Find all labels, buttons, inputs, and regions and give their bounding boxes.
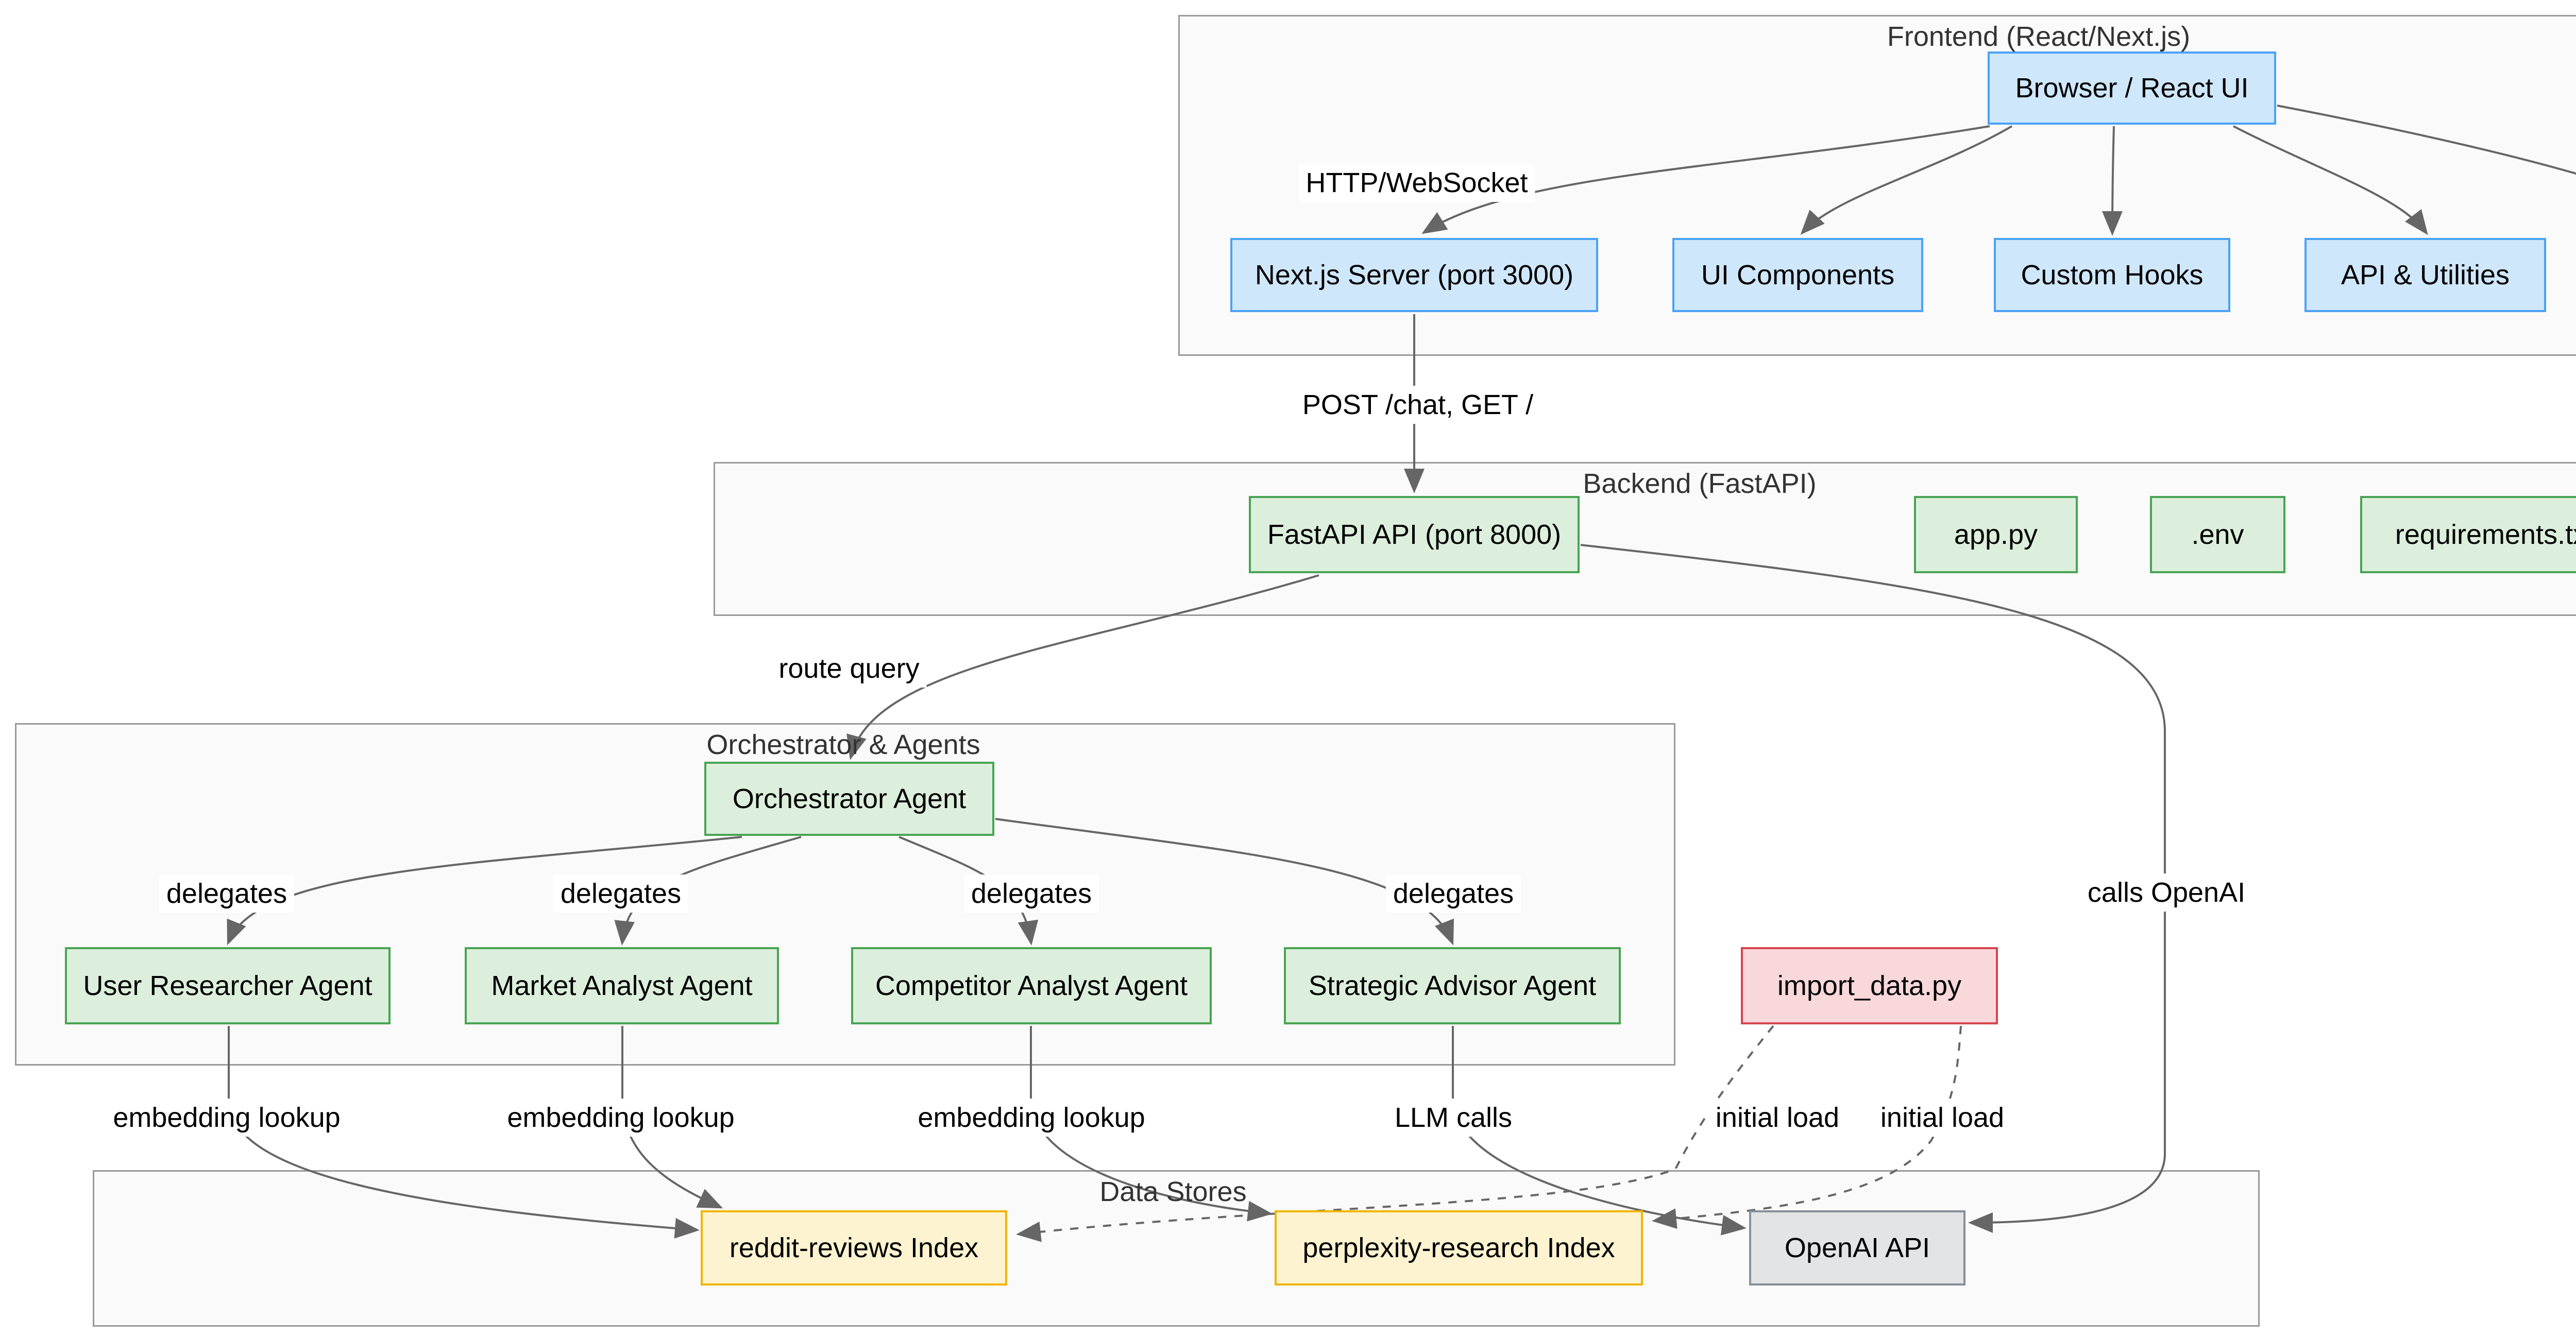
edge-label-delegates-3: delegates — [963, 875, 1099, 913]
node-user-researcher-agent: User Researcher Agent — [65, 947, 391, 1024]
edge-label-initial-load-2: initial load — [1873, 1099, 2012, 1137]
node-reddit-reviews-index: reddit-reviews Index — [701, 1210, 1007, 1285]
edge-label-llm-calls: LLM calls — [1387, 1099, 1520, 1137]
node-strategic-advisor-agent: Strategic Advisor Agent — [1284, 947, 1621, 1024]
edge-label-post-chat: POST /chat, GET / — [1295, 386, 1541, 424]
edge-label-embedding-lookup-1: embedding lookup — [106, 1099, 348, 1137]
edge-label-delegates-2: delegates — [553, 875, 689, 913]
node-nextjs-server: Next.js Server (port 3000) — [1230, 238, 1598, 312]
node-competitor-analyst-agent: Competitor Analyst Agent — [851, 947, 1212, 1024]
orchestrator-cluster-title: Orchestrator & Agents — [706, 729, 980, 760]
node-app-py: app.py — [1914, 496, 2078, 573]
edge-label-http-websocket: HTTP/WebSocket — [1298, 164, 1535, 202]
node-import-data-py: import_data.py — [1741, 947, 1998, 1024]
node-openai-api: OpenAI API — [1749, 1210, 1965, 1285]
node-env-file: .env — [2150, 496, 2285, 573]
edge-label-initial-load-1: initial load — [1708, 1099, 1847, 1137]
node-custom-hooks: Custom Hooks — [1994, 238, 2230, 312]
edge-label-route-query: route query — [771, 649, 927, 688]
edge-label-delegates-1: delegates — [159, 875, 295, 913]
edge-browser-to-nextjs — [1421, 125, 1990, 234]
node-ui-components: UI Components — [1672, 238, 1923, 312]
edge-orchestrator-to-user-researcher — [227, 836, 742, 946]
edge-browser-to-custom-hooks — [2102, 126, 2123, 236]
node-perplexity-research-index: perplexity-research Index — [1275, 1210, 1643, 1285]
node-market-analyst-agent: Market Analyst Agent — [465, 947, 779, 1024]
datastores-cluster-title: Data Stores — [1099, 1176, 1247, 1207]
node-browser-react-ui: Browser / React UI — [1988, 52, 2276, 125]
edge-label-embedding-lookup-2: embedding lookup — [500, 1099, 742, 1137]
edge-browser-to-api-utilities — [2233, 125, 2428, 235]
node-api-utilities: API & Utilities — [2304, 238, 2546, 312]
edge-browser-to-ui-components — [1800, 125, 2013, 235]
edge-browser-to-config-files — [2277, 105, 2576, 175]
edge-label-calls-openai: calls OpenAI — [2080, 873, 2253, 912]
edge-label-embedding-lookup-3: embedding lookup — [910, 1099, 1153, 1137]
edge-label-delegates-4: delegates — [1385, 875, 1521, 913]
edge-fastapi-to-openai — [1580, 544, 2166, 1233]
edge-import-data-to-perplexity — [1652, 1025, 1962, 1229]
edge-fastapi-to-orchestrator — [846, 574, 1319, 760]
node-fastapi-api: FastAPI API (port 8000) — [1249, 496, 1580, 573]
node-requirements-txt: requirements.txt — [2360, 496, 2576, 573]
frontend-cluster-title: Frontend (React/Next.js) — [1887, 21, 2191, 52]
node-orchestrator-agent: Orchestrator Agent — [704, 762, 994, 836]
backend-cluster-title: Backend (FastAPI) — [1583, 468, 1817, 499]
